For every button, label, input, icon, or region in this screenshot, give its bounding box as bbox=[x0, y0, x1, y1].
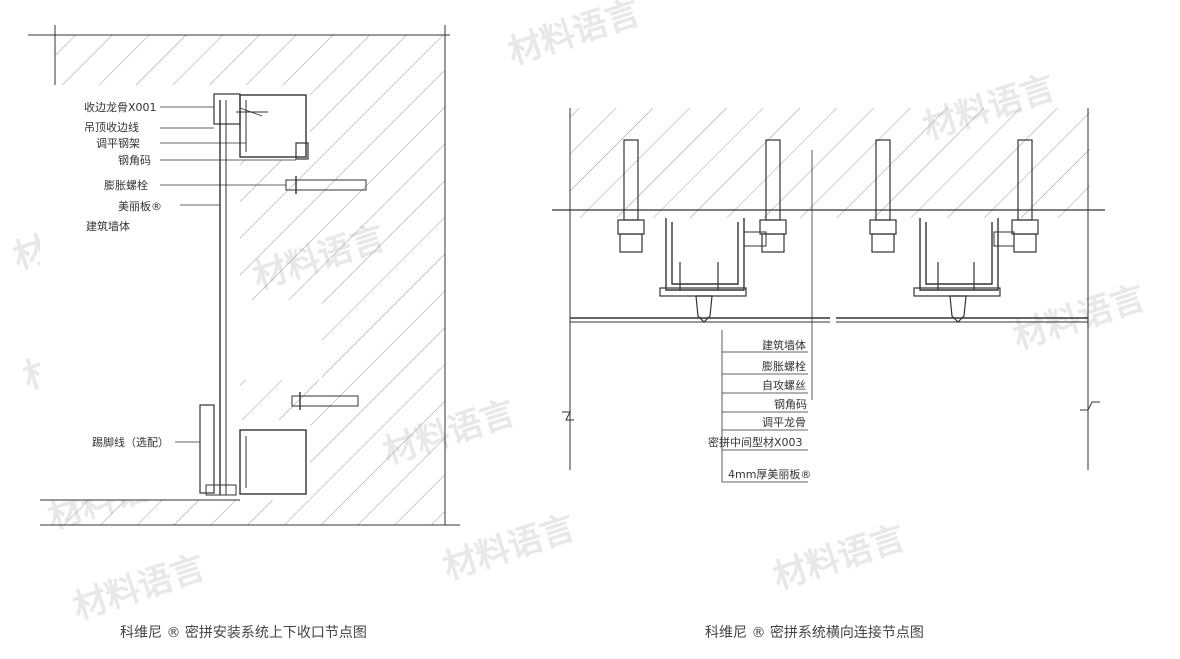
caption-closing-node: 科维尼 ® 密拼安装系统上下收口节点图 bbox=[120, 625, 367, 641]
label-leveling-frame: 调平钢架 bbox=[96, 137, 140, 150]
install-cavity bbox=[40, 85, 322, 500]
label-middle-profile: 密拼中间型材X003 bbox=[708, 435, 803, 449]
label-expansion-bolt: 膨胀螺栓 bbox=[762, 359, 806, 373]
label-ceiling-trim: 吊顶收边线 bbox=[84, 120, 139, 134]
label-wall: 建筑墙体 bbox=[762, 338, 806, 352]
label-self-tapping-screw: 自攻螺丝 bbox=[762, 378, 806, 392]
steel-angle-bracket bbox=[295, 142, 309, 160]
leveling-steel-frame bbox=[239, 94, 307, 158]
caption-horizontal-node: 科维尼 ® 密拼系统横向连接节点图 bbox=[705, 625, 924, 641]
leveling-keel bbox=[665, 218, 999, 291]
skirting-line bbox=[199, 404, 215, 494]
bottom-steel-frame bbox=[239, 429, 307, 495]
middle-profile-x003 bbox=[659, 287, 1001, 323]
label-edge-keel: 收边龙骨X001 bbox=[84, 100, 157, 114]
anchor-bolt bbox=[617, 139, 1039, 253]
label-skirting: 踢脚线（选配） bbox=[92, 435, 169, 449]
label-leveling-keel: 调平龙骨 bbox=[762, 416, 806, 429]
horizontal-joint-drawing: 建筑墙体 膨胀螺栓 自攻螺丝 钢角码 调平龙骨 密拼中间型材X003 4mm厚美… bbox=[552, 108, 1105, 483]
self-tapping-screw bbox=[679, 262, 975, 290]
label-angle-bracket: 钢角码 bbox=[774, 398, 807, 411]
label-wall: 建筑墙体 bbox=[86, 219, 130, 233]
label-expansion-bolt: 膨胀螺栓 bbox=[104, 178, 148, 192]
label-panel: 美丽板® bbox=[118, 199, 162, 213]
building-slab bbox=[570, 108, 1090, 218]
label-panel: 4mm厚美丽板® bbox=[728, 467, 811, 481]
closing-node-drawing: 收边龙骨X001 吊顶收边线 调平钢架 钢角码 膨胀螺栓 美丽板® 建筑墙体 踢… bbox=[28, 25, 460, 526]
label-angle-bracket: 钢角码 bbox=[118, 154, 151, 167]
